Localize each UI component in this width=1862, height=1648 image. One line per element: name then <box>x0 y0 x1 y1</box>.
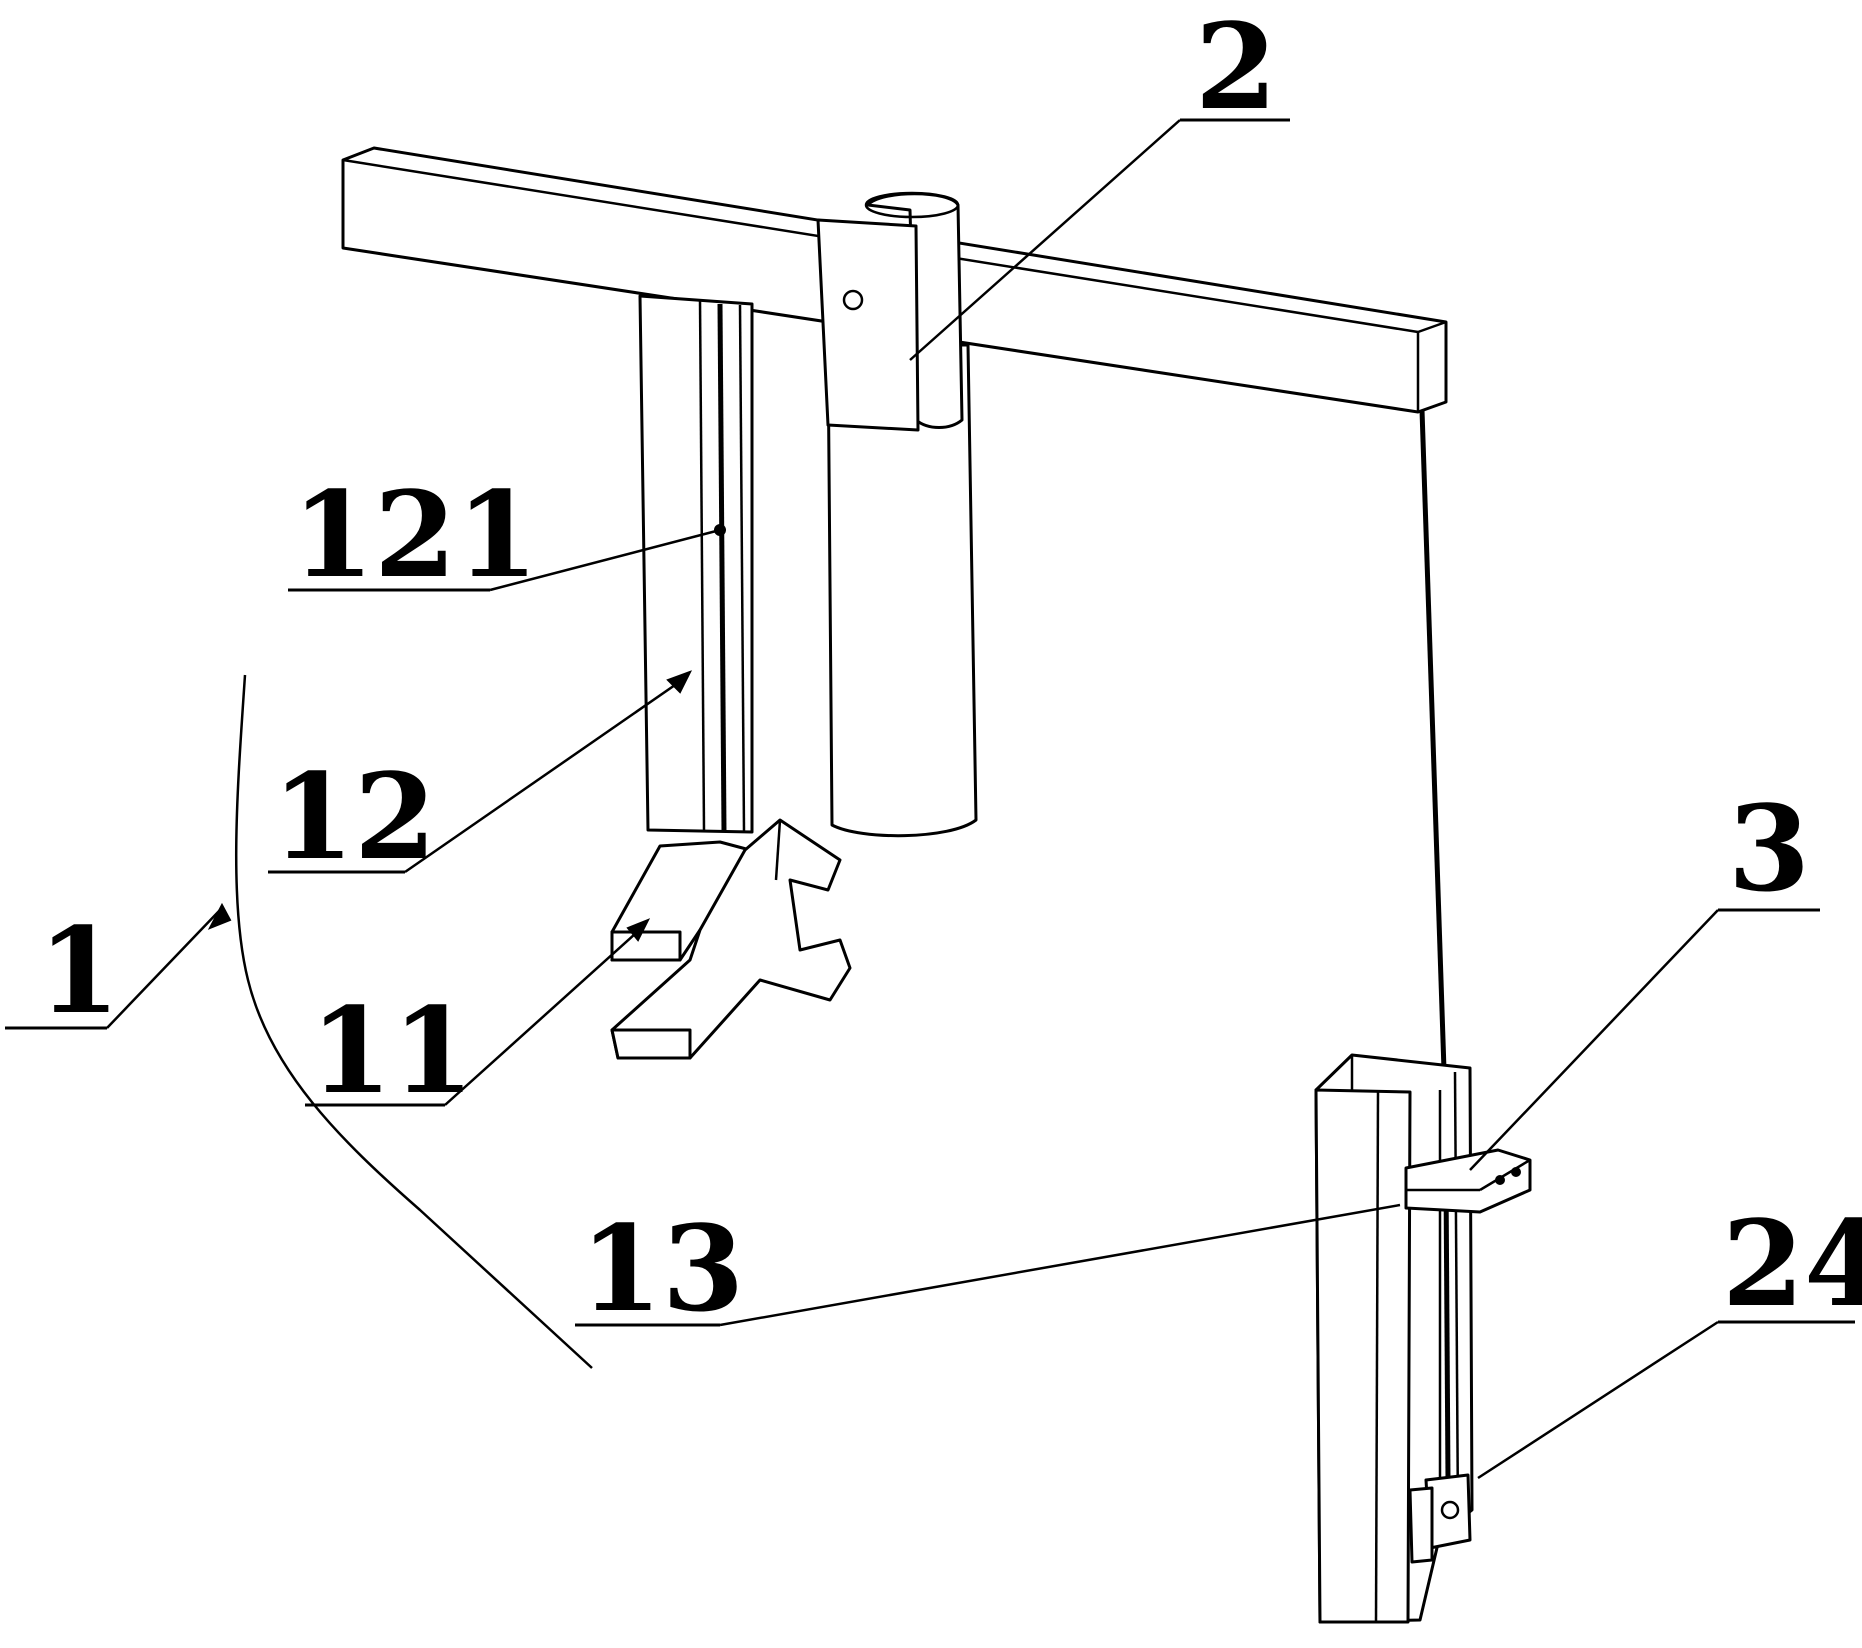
arrowhead-1 <box>207 902 232 930</box>
label-11: 11 <box>310 981 474 1120</box>
label-2: 2 <box>1195 0 1277 136</box>
label-24: 24 <box>1722 1194 1862 1333</box>
slider-block <box>1404 1148 1532 1214</box>
leader-2 <box>909 119 1181 361</box>
label-121: 121 <box>292 465 538 604</box>
lower-bracket <box>1408 1473 1472 1564</box>
label-12: 12 <box>272 747 436 886</box>
guide-column <box>638 294 754 834</box>
leader-13 <box>719 1203 1401 1327</box>
label-3: 3 <box>1728 779 1810 918</box>
label-1: 1 <box>38 901 120 1040</box>
leader-121-dot <box>714 524 726 536</box>
central-cylinder <box>816 191 978 838</box>
leader-11 <box>444 924 646 1106</box>
leader-121 <box>489 528 721 592</box>
label-13: 13 <box>580 1199 744 1338</box>
leader-12 <box>404 674 689 874</box>
hanging-rope <box>1419 409 1447 1071</box>
leader-3 <box>1469 909 1719 1171</box>
base-curve <box>234 674 593 1369</box>
leader-1 <box>106 909 221 1029</box>
leader-24 <box>1477 1320 1719 1480</box>
gripper <box>610 818 852 1060</box>
